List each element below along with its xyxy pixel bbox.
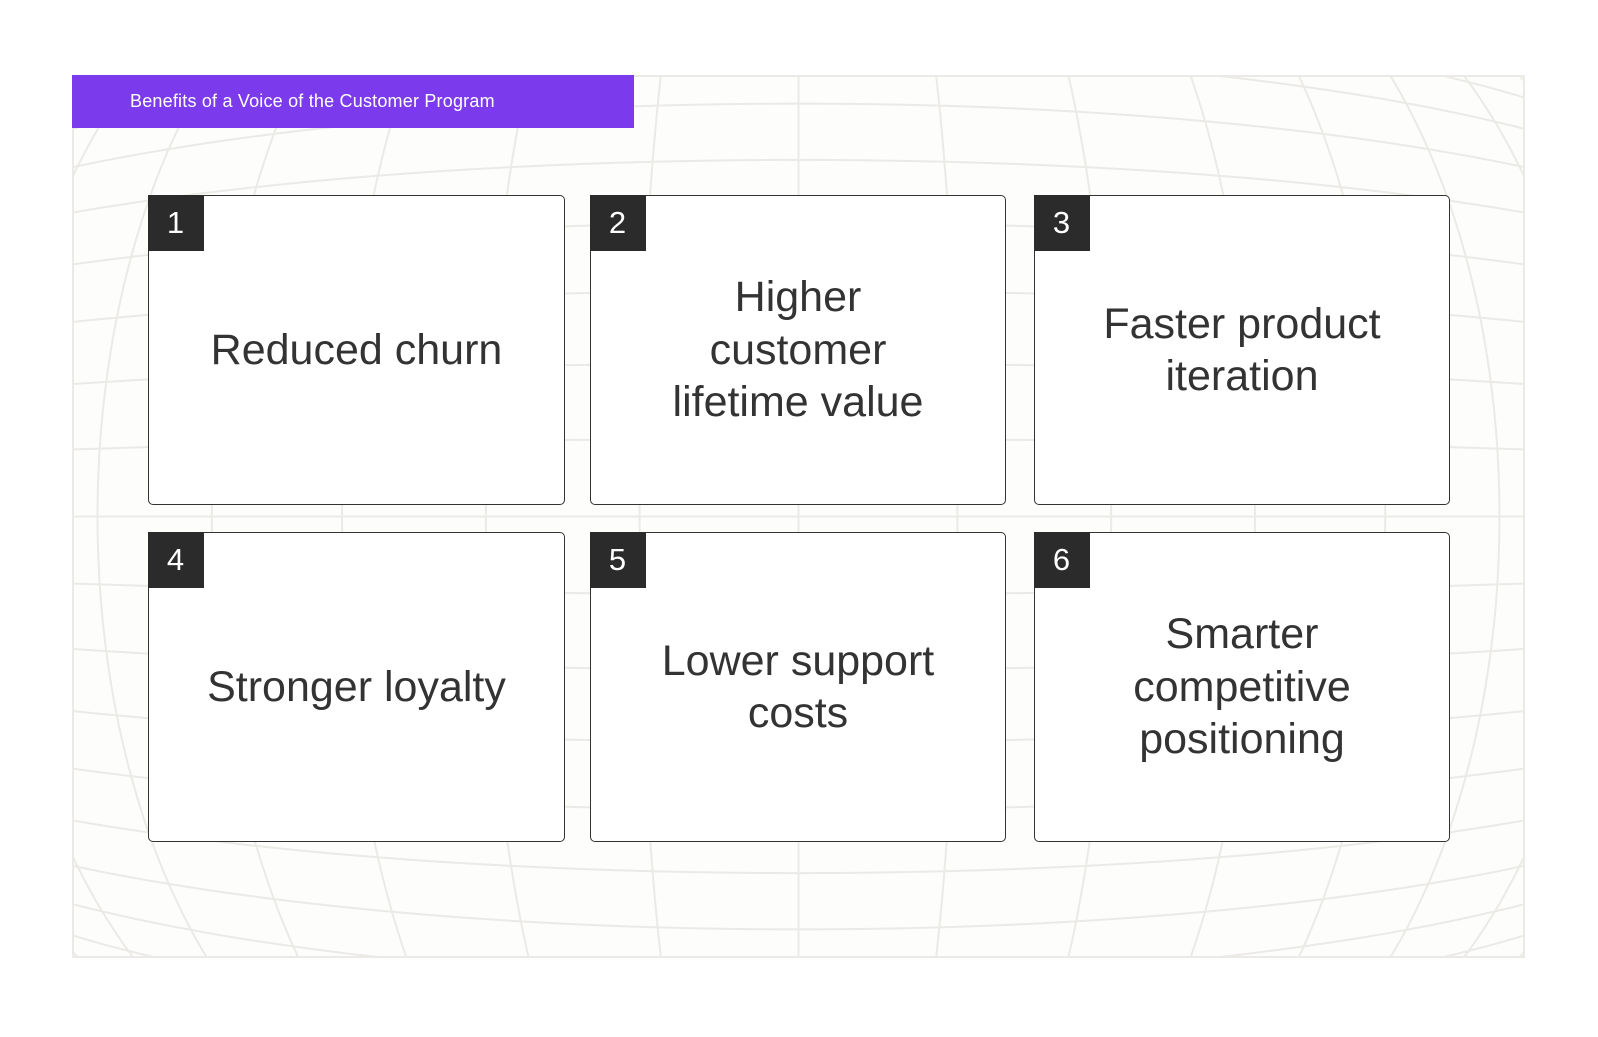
card-number-badge: 5 [589,531,646,588]
card-number-badge: 1 [147,194,204,251]
title-banner: Benefits of a Voice of the Customer Prog… [72,75,634,128]
card-label: Smarter competitive positioning [1133,610,1351,764]
card-label: Faster product iteration [1103,299,1381,400]
card-number-badge: 4 [147,531,204,588]
card-body: Lower support costs [591,533,1005,841]
card-body: Stronger loyalty [149,533,564,841]
card-body: Reduced churn [149,196,564,504]
benefit-card-5: 5 Lower support costs [589,531,1006,842]
benefit-card-1: 1 Reduced churn [147,194,565,505]
card-label: Stronger loyalty [207,662,506,711]
title-banner-label: Benefits of a Voice of the Customer Prog… [130,91,495,111]
card-body: Faster product iteration [1035,196,1449,504]
card-number: 6 [1052,542,1071,577]
card-label: Reduced churn [210,325,503,374]
card-number: 5 [608,542,627,577]
card-number-badge: 3 [1033,194,1090,251]
card-number: 4 [166,542,185,577]
benefit-card-3: 3 Faster product iteration [1033,194,1450,505]
card-body: Higher customer lifetime value [591,196,1005,504]
card-number: 1 [166,205,185,240]
card-number-badge: 6 [1033,531,1090,588]
infographic-canvas: Benefits of a Voice of the Customer Prog… [72,75,1525,958]
benefit-card-2: 2 Higher customer lifetime value [589,194,1006,505]
card-number-badge: 2 [589,194,646,251]
card-number: 3 [1052,205,1071,240]
card-body: Smarter competitive positioning [1035,533,1449,841]
card-label: Lower support costs [661,636,935,737]
benefit-card-4: 4 Stronger loyalty [147,531,565,842]
benefit-card-6: 6 Smarter competitive positioning [1033,531,1450,842]
card-label: Higher customer lifetime value [672,273,924,427]
card-number: 2 [608,205,627,240]
